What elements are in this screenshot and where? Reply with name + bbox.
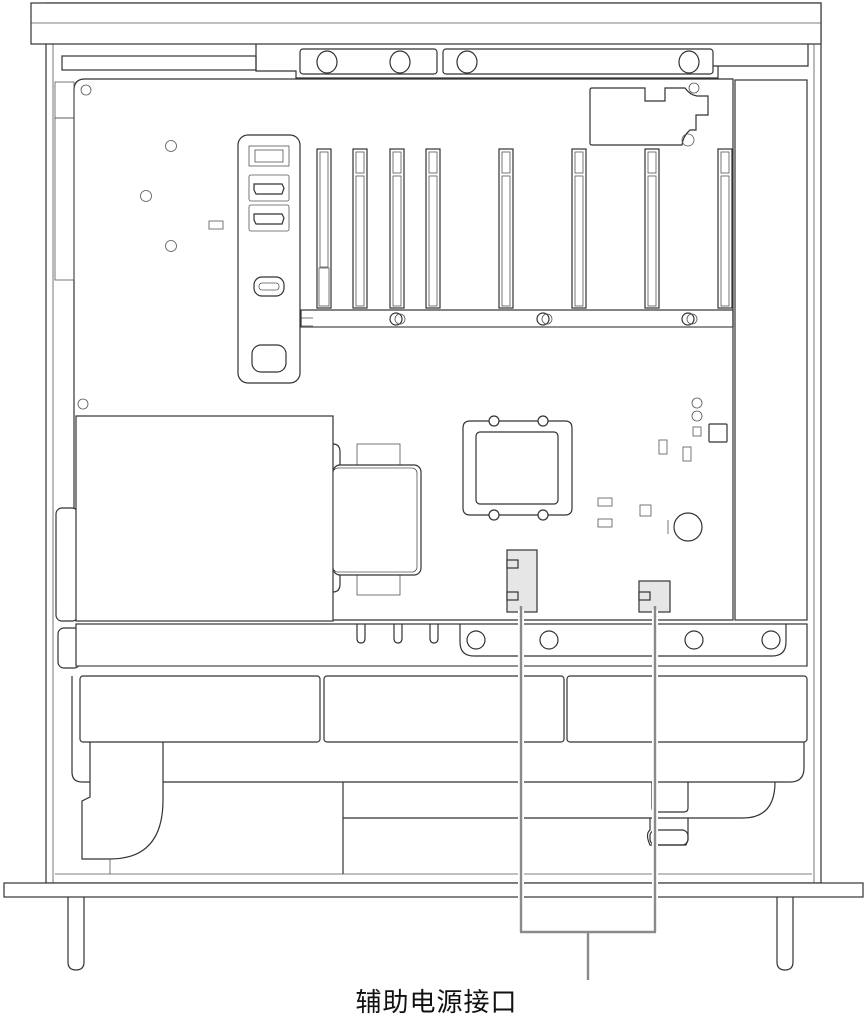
base-and-feet bbox=[3, 882, 864, 971]
pcie-slots bbox=[300, 148, 734, 328]
usb-port-icon bbox=[251, 344, 287, 373]
logic-board bbox=[54, 78, 808, 621]
auxiliary-power-connector-left bbox=[506, 549, 538, 613]
hdmi-port-icon bbox=[248, 174, 290, 202]
top-bracket bbox=[61, 44, 719, 79]
cross-bar bbox=[57, 623, 808, 669]
thunderbolt-port-icon bbox=[253, 276, 285, 297]
io-card bbox=[237, 134, 313, 384]
mpx-module bbox=[55, 415, 422, 622]
callout-lines bbox=[518, 606, 658, 980]
hdmi-port-icon bbox=[248, 204, 290, 232]
callout-label: 辅助电源接口 bbox=[0, 982, 867, 1019]
usb-a-header-icon bbox=[248, 145, 290, 167]
fan-bays bbox=[55, 675, 812, 875]
cpu-socket bbox=[462, 415, 573, 521]
auxiliary-power-connectors bbox=[506, 549, 671, 613]
auxiliary-power-label: 辅助电源接口 bbox=[355, 988, 518, 1018]
board-components bbox=[597, 397, 728, 542]
